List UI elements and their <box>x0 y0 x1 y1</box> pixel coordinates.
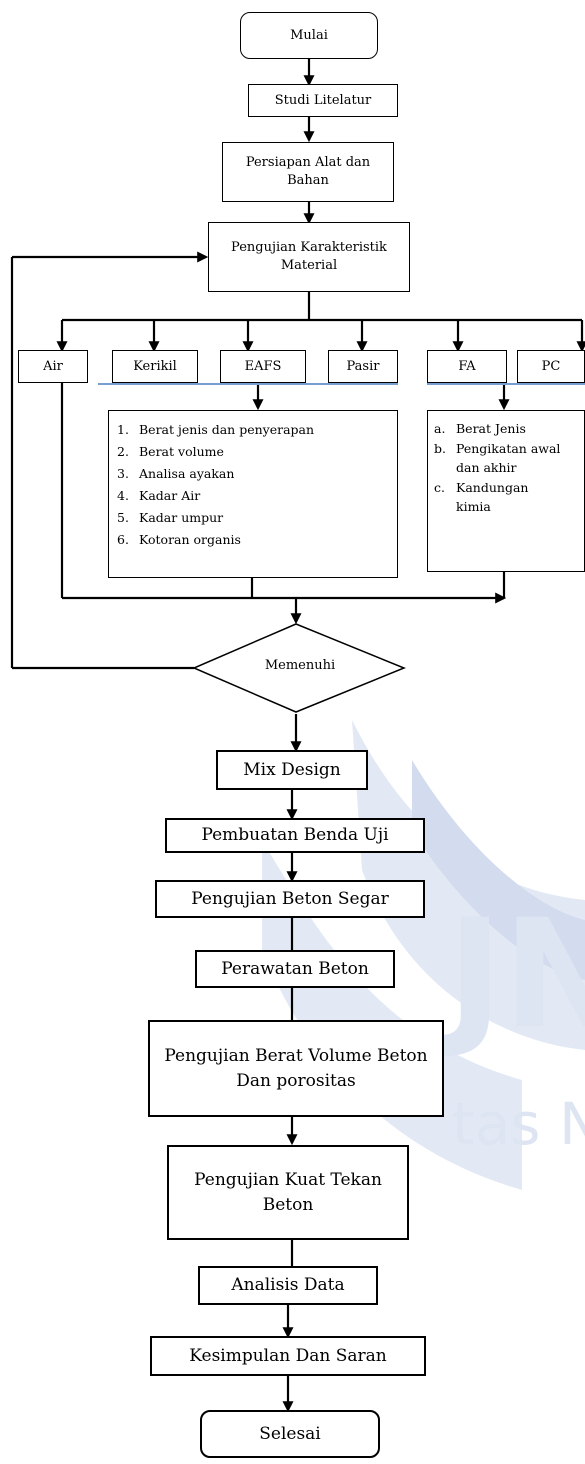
end-label: Selesai <box>259 1423 321 1444</box>
aggregate-test-item: 2.Berat volume <box>117 444 224 459</box>
preparation-step: Persiapan Alat dan Bahan <box>222 142 394 202</box>
watermark: JN tas N <box>262 720 585 1464</box>
step-mix-design: Mix Design <box>216 750 368 790</box>
material-box-fa: FA <box>427 350 507 383</box>
decision-label: Memenuhi <box>264 658 336 673</box>
material-label-fa: FA <box>458 358 476 374</box>
step-label: Mix Design <box>243 759 341 780</box>
material-test-step: Pengujian Karakteristik Material <box>208 222 410 292</box>
step-label: Kesimpulan Dan Saran <box>189 1345 387 1366</box>
step-label: Pembuatan Benda Uji <box>201 825 389 846</box>
step-kesimpulan-dan-saran: Kesimpulan Dan Saran <box>150 1336 426 1376</box>
start-label: Mulai <box>290 27 328 43</box>
aggregate-test-item: 6.Kotoran organis <box>117 532 241 547</box>
preparation-label: Persiapan Alat dan Bahan <box>245 155 371 188</box>
decision-diamond <box>192 623 406 713</box>
watermark-logo-shape <box>262 720 585 1190</box>
material-box-pc: PC <box>517 350 585 383</box>
step-analisis-data: Analisis Data <box>198 1266 378 1305</box>
end-terminal: Selesai <box>200 1410 380 1458</box>
material-label-pc: PC <box>541 358 561 374</box>
material-box-air: Air <box>18 350 88 383</box>
watermark-small-text: tas N <box>452 1090 585 1158</box>
literature-label: Studi Litelatur <box>274 92 372 108</box>
start-terminal: Mulai <box>240 12 378 59</box>
binder-tests-items: a.Berat Jenis b.Pengikatan awal dan akhi… <box>434 419 580 517</box>
aggregate-tests-list: 1.Berat jenis dan penyerapan 2.Berat vol… <box>108 410 398 578</box>
step-label: Pengujian Berat Volume Beton Dan porosit… <box>164 1045 428 1091</box>
aggregate-test-item: 5.Kadar umpur <box>117 510 224 525</box>
aggregate-test-item: 4.Kadar Air <box>117 488 201 503</box>
material-label-air: Air <box>43 358 63 374</box>
material-box-kerikil: Kerikil <box>112 350 198 383</box>
binder-test-item: c.Kandungan kimia <box>434 479 529 515</box>
binder-test-item: b.Pengikatan awal dan akhir <box>434 440 561 476</box>
watermark-large-text: JN <box>447 888 585 1062</box>
step-pengujian-berat-volume: Pengujian Berat Volume Beton Dan porosit… <box>148 1020 444 1117</box>
binder-tests-list: a.Berat Jenis b.Pengikatan awal dan akhi… <box>427 410 585 572</box>
step-label: Perawatan Beton <box>221 958 369 979</box>
material-box-pasir: Pasir <box>328 350 398 383</box>
step-pengujian-kuat-tekan: Pengujian Kuat Tekan Beton <box>167 1145 409 1240</box>
material-test-label: Pengujian Karakteristik Material <box>231 240 387 273</box>
material-label-pasir: Pasir <box>346 358 380 374</box>
literature-step: Studi Litelatur <box>248 84 398 117</box>
step-label: Pengujian Kuat Tekan Beton <box>194 1169 382 1215</box>
step-perawatan-beton: Perawatan Beton <box>195 950 395 988</box>
material-label-kerikil: Kerikil <box>133 358 177 374</box>
aggregate-test-item: 1.Berat jenis dan penyerapan <box>117 422 315 437</box>
aggregate-test-item: 3.Analisa ayakan <box>117 466 235 481</box>
step-label: Analisis Data <box>231 1275 345 1296</box>
binder-test-item: a.Berat Jenis <box>434 421 526 436</box>
step-pengujian-beton-segar: Pengujian Beton Segar <box>155 880 425 918</box>
material-label-eafs: EAFS <box>244 358 282 374</box>
step-pembuatan-benda-uji: Pembuatan Benda Uji <box>165 818 425 853</box>
material-box-eafs: EAFS <box>220 350 306 383</box>
step-label: Pengujian Beton Segar <box>191 888 389 909</box>
aggregate-tests-items: 1.Berat jenis dan penyerapan 2.Berat vol… <box>117 419 391 551</box>
